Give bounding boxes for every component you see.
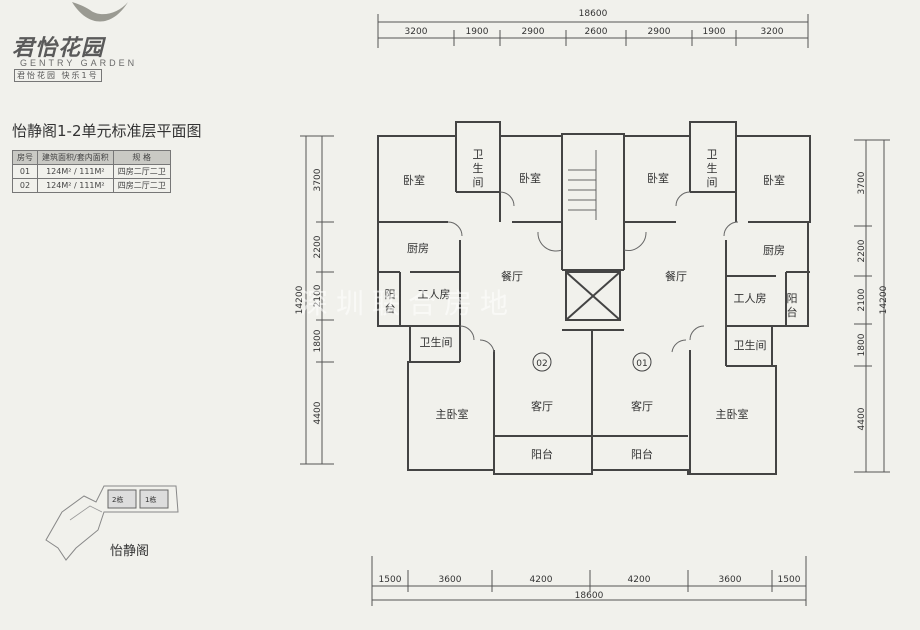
room-master-bedroom: 主卧室 (716, 407, 749, 421)
room-bath-vertical: 生 (473, 161, 484, 175)
dim-right-total: 14200 (879, 285, 889, 314)
dim-left: 4400 (313, 401, 323, 424)
dim-bottom: 3600 (719, 575, 742, 585)
room-living: 客厅 (631, 399, 653, 413)
room-balcony: 阳台 (531, 447, 553, 461)
room-balcony-vertical: 阳 (787, 292, 798, 305)
key-building-1: 1栋 (145, 496, 157, 504)
room-dining: 餐厅 (665, 269, 687, 283)
room-bedroom: 卧室 (763, 173, 785, 187)
room-balcony: 阳台 (631, 447, 653, 461)
dim-left: 1800 (313, 329, 323, 352)
room-master-bedroom: 主卧室 (436, 407, 469, 421)
dim-top-total: 18600 (579, 9, 608, 19)
dim-top: 1900 (466, 27, 489, 37)
table-cell: 124M² / 111M² (37, 178, 114, 193)
room-bedroom: 卧室 (403, 173, 425, 187)
table-cell: 四房二厅二卫 (112, 178, 171, 193)
dim-left: 2100 (313, 284, 323, 307)
logo-subtitle: 君怡花园 快乐1号 (14, 69, 102, 82)
room-dining: 餐厅 (501, 269, 523, 283)
room-bath-vertical: 卫 (707, 148, 718, 161)
dim-top: 3200 (761, 27, 784, 37)
key-building-2: 2栋 (112, 496, 124, 504)
room-balcony-vertical: 台 (787, 305, 798, 319)
table-row: 02 124M² / 111M² 四房二厅二卫 (12, 178, 171, 193)
room-maid: 工人房 (418, 288, 451, 301)
room-kitchen: 厨房 (407, 242, 429, 255)
table-header: 规 格 (112, 150, 171, 165)
dim-bottom: 1500 (778, 575, 801, 585)
dim-top: 2900 (648, 27, 671, 37)
table-cell: 02 (12, 178, 38, 193)
dim-bottom: 4200 (530, 575, 553, 585)
dim-bottom-total: 18600 (575, 591, 604, 601)
room-bath-vertical: 生 (707, 161, 718, 175)
dim-top: 3200 (405, 27, 428, 37)
logo-title: 君怡花园 (12, 35, 105, 61)
room-bath: 卫生间 (734, 338, 767, 352)
room-bath-vertical: 间 (707, 176, 718, 189)
dim-right: 2200 (857, 239, 867, 262)
room-bath: 卫生间 (420, 335, 453, 349)
room-bath-vertical: 卫 (473, 148, 484, 161)
plan-title: 怡静阁1-2单元标准层平面图 (12, 122, 202, 140)
unit-marker-02 (532, 352, 552, 372)
logo-leaf-icon (72, 2, 128, 22)
table-header-row: 房号 建筑面积/套内面积 规 格 (12, 150, 171, 165)
dim-right: 1800 (857, 333, 867, 356)
dim-top: 2900 (522, 27, 545, 37)
key-plan-label: 怡静阁 (110, 544, 150, 559)
unit-marker-01 (632, 352, 652, 372)
unit-area-table: 房号 建筑面积/套内面积 规 格 01 124M² / 111M² 四房二厅二卫… (12, 150, 171, 193)
dim-right: 4400 (857, 407, 867, 430)
room-bedroom: 卧室 (647, 171, 669, 185)
table-header: 建筑面积/套内面积 (37, 150, 114, 165)
room-kitchen: 厨房 (763, 244, 785, 257)
unit-number: 01 (636, 359, 647, 369)
logo-english: GENTRY GARDEN (20, 58, 138, 68)
room-living: 客厅 (531, 399, 553, 413)
dim-bottom: 3600 (439, 575, 462, 585)
room-maid: 工人房 (734, 292, 767, 305)
dim-left: 3700 (313, 168, 323, 191)
room-bath-vertical: 间 (473, 176, 484, 189)
dim-bottom: 1500 (379, 575, 402, 585)
room-balcony-vertical: 阳 (385, 288, 396, 301)
room-bedroom: 卧室 (519, 171, 541, 185)
room-balcony-vertical: 台 (385, 301, 396, 315)
dim-right: 2100 (857, 288, 867, 311)
dim-top: 1900 (703, 27, 726, 37)
dim-left: 2200 (313, 235, 323, 258)
unit-number: 02 (536, 359, 547, 369)
dim-top: 2600 (585, 27, 608, 37)
table-cell: 四房二厅二卫 (112, 164, 171, 179)
dim-right: 3700 (857, 171, 867, 194)
dim-bottom: 4200 (628, 575, 651, 585)
dim-left-total: 14200 (295, 285, 305, 314)
watermark: 深圳联合房地 (300, 287, 517, 320)
table-row: 01 124M² / 111M² 四房二厅二卫 (12, 164, 171, 179)
